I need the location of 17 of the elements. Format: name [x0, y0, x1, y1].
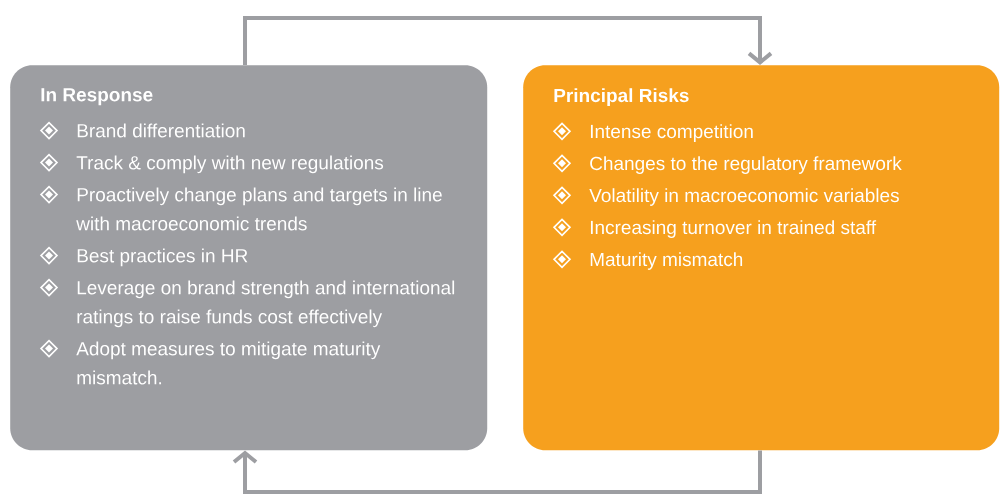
list-item: Increasing turnover in trained staff [590, 220, 877, 238]
content-box [523, 65, 1000, 451]
list-item: Maturity mismatch [590, 252, 743, 270]
list-item: Adopt measures to mitigate maturity mismatch. [76, 341, 381, 385]
arrow [232, 450, 762, 494]
list-item: Best practices in HR [77, 248, 248, 267]
list-item: Proactively change plans and targets in line with macroeconomic trends [76, 187, 442, 231]
content-box [10, 65, 488, 451]
heading: In Response [41, 88, 153, 106]
list-item: Intense competition [590, 124, 753, 142]
list-item: Leverage on brand strength and international ratings to raise funds cost effectively [77, 280, 455, 328]
list-item: Volatility in macroeconomic variables [589, 188, 899, 206]
list-item: Changes to the regulatory framework [590, 156, 902, 174]
list-item: Brand differentiation [77, 123, 245, 138]
list-item: Track & comply with new regulations [76, 155, 384, 174]
arrow [243, 16, 773, 65]
heading: Principal Risks [554, 88, 689, 106]
